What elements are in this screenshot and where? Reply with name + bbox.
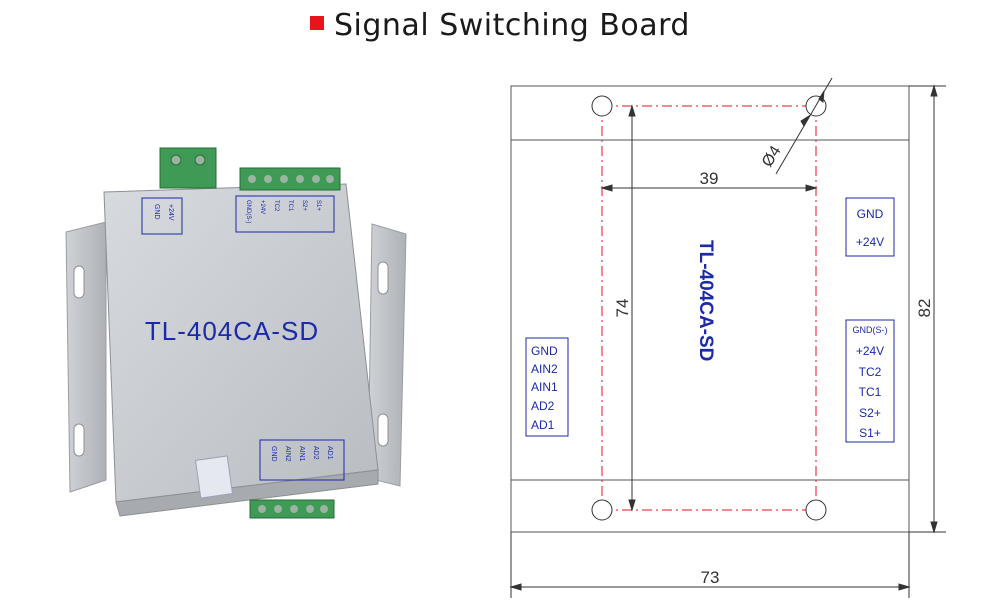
photo-label-24v-2: +24V: [259, 200, 265, 214]
dimension-74: [628, 104, 636, 512]
photo-terminal-label-top-right: GND(S-) +24V TC2 TC1 S2+ S1+: [235, 195, 335, 233]
hole-centerlines: [601, 105, 817, 511]
right-terminal-24v: +24V: [856, 344, 884, 358]
dimension-82-label: 82: [915, 299, 934, 318]
hole-top-left: [591, 95, 613, 117]
left-mounting-flange: [65, 221, 107, 493]
right-top-terminal-gnd: GND: [857, 207, 884, 221]
flange-slot-bottom-right: [377, 413, 389, 447]
photo-label-tc1: TC1: [287, 200, 293, 212]
photo-terminal-label-top-left: GND +24V: [141, 197, 183, 235]
right-bottom-terminal-box: GND(S-) +24V TC2 TC1 S2+ S1+: [845, 319, 895, 443]
flange-slot-bottom-left: [73, 423, 85, 457]
dimension-73: [509, 532, 911, 598]
photo-bottom-label-ain1: AIN1: [298, 446, 305, 462]
flange-slot-top-right: [377, 261, 389, 295]
left-terminal-ain2: AIN2: [531, 362, 558, 376]
photo-bottom-label-ad2: AD2: [312, 446, 319, 460]
photo-bottom-label-ad1: AD1: [326, 446, 333, 460]
right-top-terminal-24v: +24V: [856, 235, 884, 249]
hole-bottom-right: [805, 499, 827, 521]
flange-slot-top-left: [73, 265, 85, 299]
diameter-leader: [775, 77, 833, 175]
right-terminal-tc1: TC1: [859, 385, 882, 399]
page-title: Signal Switching Board: [334, 8, 690, 43]
top-right-terminal-block: [239, 167, 341, 191]
right-top-terminal-box: GND +24V: [845, 197, 895, 257]
photo-product-label: TL-404CA-SD: [145, 316, 319, 346]
title-bullet-icon: [310, 15, 324, 30]
product-photo: GND +24V GND(S-) +24V TC2 TC1 S2+ S1+ TL…: [65, 147, 407, 519]
dimension-39-label: 39: [700, 169, 719, 188]
left-terminal-ain1: AIN1: [531, 380, 558, 394]
photo-bottom-label-ain2: AIN2: [284, 446, 291, 462]
photo-terminal-label-bottom: GND AIN2 AIN1 AD2 AD1: [259, 439, 345, 481]
outer-plate: [510, 85, 910, 533]
hole-bottom-left: [591, 499, 613, 521]
dimension-74-label: 74: [613, 299, 632, 318]
title-bar: Signal Switching Board: [0, 8, 1000, 43]
photo-label-gnd-s: GND(S-): [245, 200, 251, 223]
dimension-82: [909, 84, 946, 534]
bottom-terminal-block: [249, 499, 335, 519]
dimension-drawing: 39 Ø4 74 82: [509, 77, 946, 598]
right-terminal-s2: S2+: [859, 406, 881, 420]
top-left-terminal-block: [159, 147, 217, 189]
drawing-model-label: TL-404CA-SD: [695, 240, 716, 361]
left-terminal-ad2: AD2: [531, 399, 555, 413]
photo-sticker: [194, 455, 234, 499]
photo-bottom-label-gnd: GND: [270, 446, 277, 462]
left-terminal-box: GND AIN2 AIN1 AD2 AD1: [525, 337, 569, 437]
right-terminal-gnd-s: GND(S-): [853, 325, 888, 335]
right-terminal-s1: S1+: [859, 426, 881, 440]
dimension-39: [600, 184, 818, 192]
right-terminal-tc2: TC2: [859, 365, 882, 379]
photo-label-s2: S2+: [301, 200, 307, 211]
left-terminal-gnd: GND: [531, 344, 558, 358]
photo-label-s1: S1+: [315, 200, 321, 211]
photo-label-tc2: TC2: [273, 200, 279, 212]
dimension-73-label: 73: [701, 568, 720, 587]
left-terminal-ad1: AD1: [531, 418, 555, 432]
photo-label-24v: +24V: [167, 204, 174, 221]
photo-label-gnd: GND: [153, 204, 160, 220]
